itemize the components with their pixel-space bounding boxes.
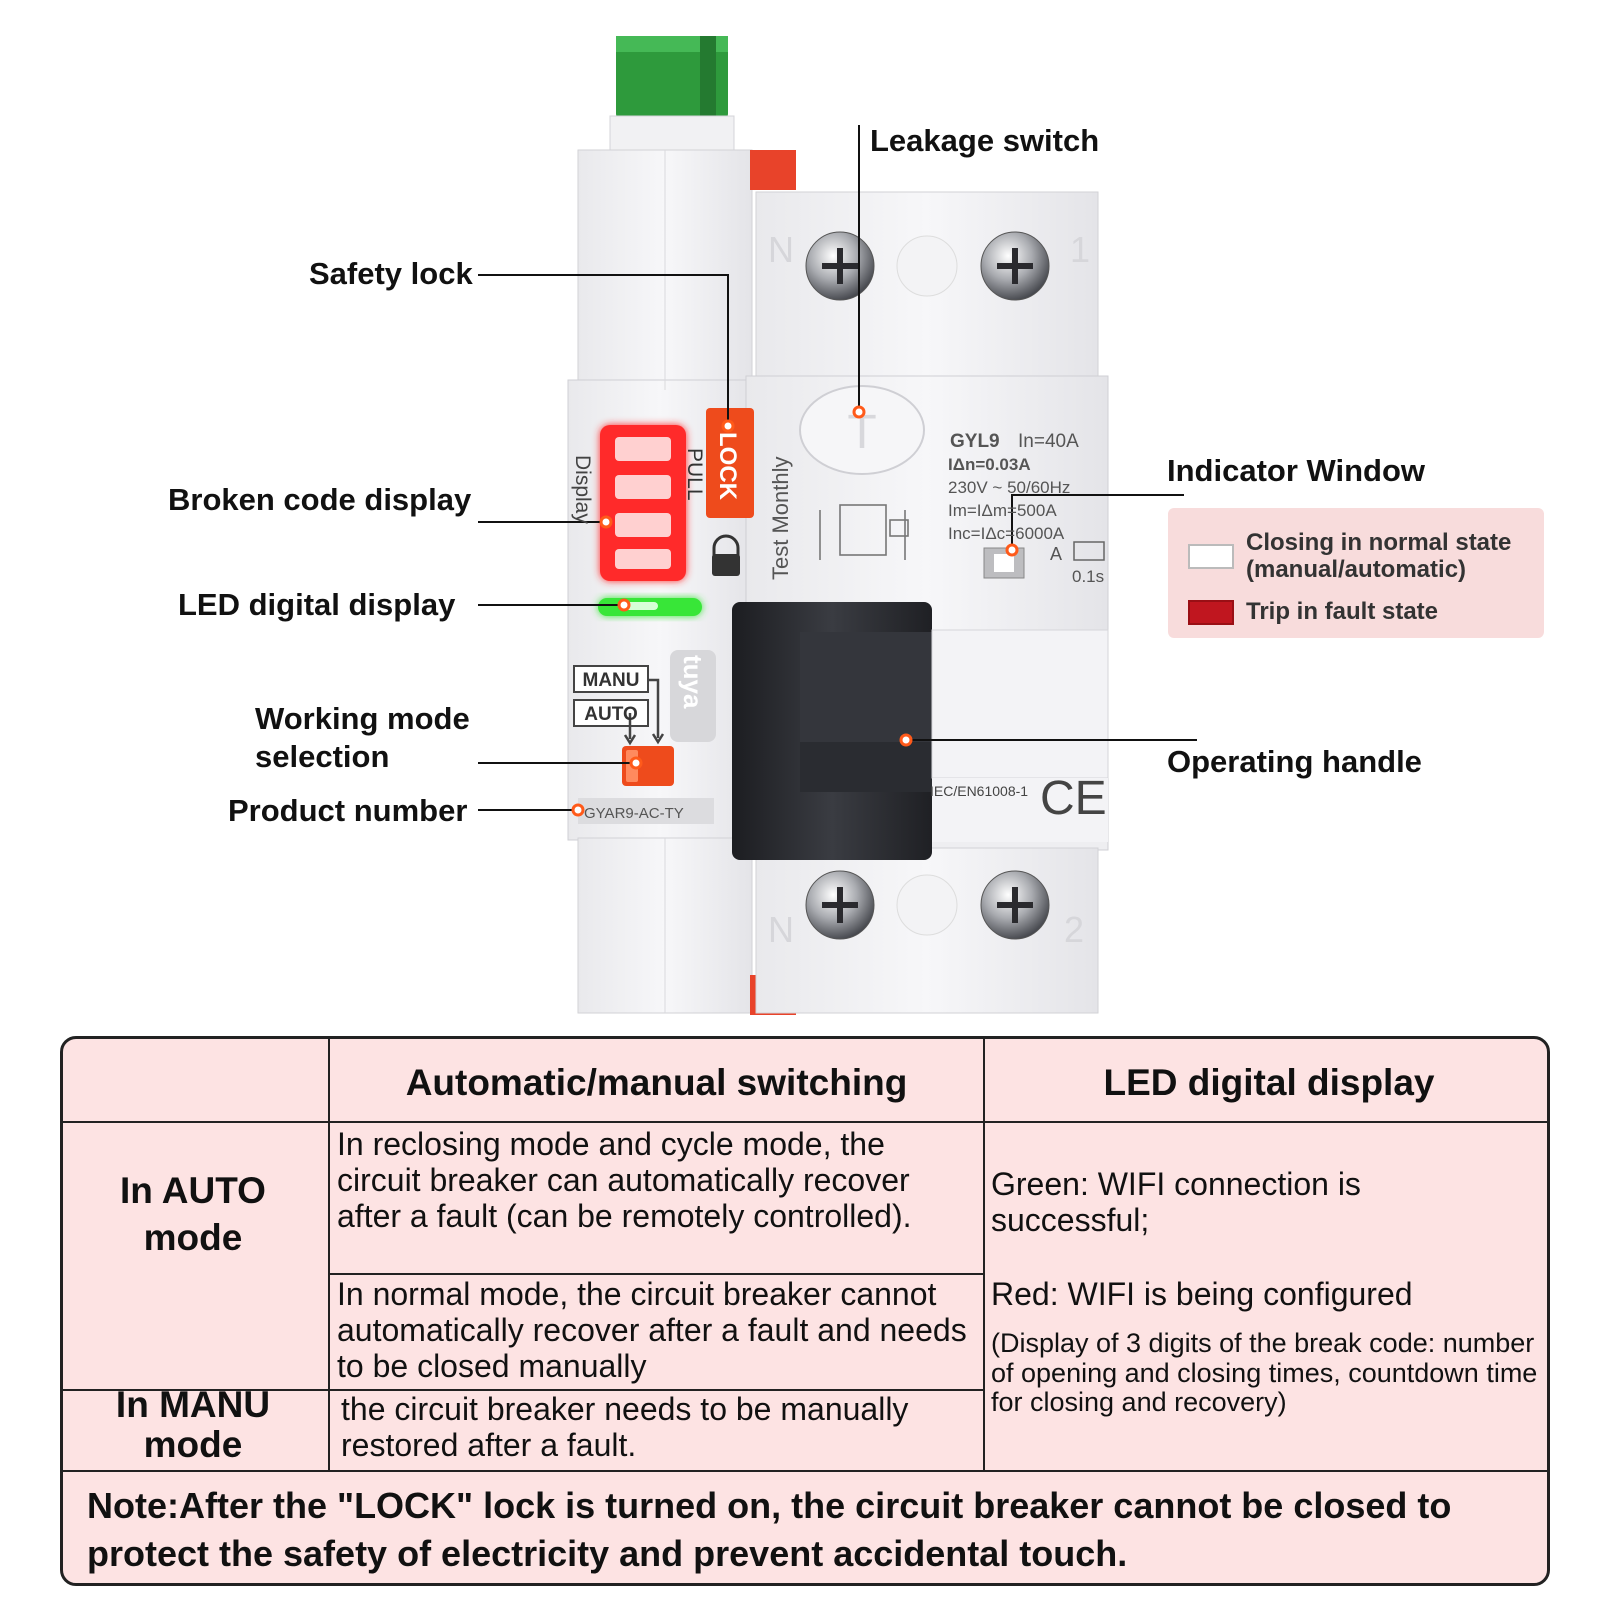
rating-inc: Inc=IΔc=6000A bbox=[948, 524, 1065, 543]
legend-trip-text: Trip in fault state bbox=[1246, 598, 1439, 625]
auto-normal-text: In normal mode, the circuit breaker cann… bbox=[337, 1276, 967, 1384]
rating-im: Im=IΔm=500A bbox=[948, 501, 1057, 520]
led-green-text: Green: WIFI connection is successful; bbox=[991, 1166, 1361, 1238]
lock-slider[interactable] bbox=[706, 408, 754, 576]
callout-safety-lock: Safety lock bbox=[309, 256, 473, 291]
callout-product-number: Product number bbox=[228, 793, 468, 828]
legend-normal-text: Closing in normal state (manual/automati… bbox=[1246, 529, 1512, 583]
red-digit-display bbox=[600, 425, 686, 581]
manu-text: the circuit breaker needs to be manually… bbox=[341, 1391, 909, 1463]
white-swatch bbox=[1188, 544, 1234, 570]
mode-table: Automatic/manual switching LED digital d… bbox=[60, 1036, 1550, 1586]
rating-idn: IΔn=0.03A bbox=[948, 455, 1031, 474]
lock-label: LOCK bbox=[714, 432, 741, 501]
callout-broken-code-display: Broken code display bbox=[168, 482, 472, 517]
top-clip bbox=[609, 36, 735, 153]
lock-note: Note:After the "LOCK" lock is turned on,… bbox=[87, 1485, 1452, 1574]
led-note-text: (Display of 3 digits of the break code: … bbox=[991, 1328, 1538, 1418]
terminal-top-left: N bbox=[768, 229, 794, 270]
time-label: 0.1s bbox=[1072, 567, 1104, 586]
leader-dots bbox=[571, 405, 1019, 817]
indicator-legend: Closing in normal state (manual/automati… bbox=[1168, 508, 1544, 638]
header-switching: Automatic/manual switching bbox=[405, 1062, 908, 1103]
manu-label: MANU bbox=[583, 670, 640, 691]
terminal-top-right: 1 bbox=[1070, 229, 1090, 270]
callout-led-digital-display: LED digital display bbox=[178, 587, 456, 622]
terminal-bottom-left: N bbox=[768, 909, 794, 950]
callout-operating-handle: Operating handle bbox=[1167, 744, 1422, 779]
legend-normal: Closing in normal state (manual/automati… bbox=[1188, 529, 1536, 584]
callout-leakage-switch: Leakage switch bbox=[870, 123, 1100, 158]
display-side-label: Display bbox=[571, 455, 594, 524]
rating-in: In=40A bbox=[1018, 431, 1079, 452]
model-label: GYL9 bbox=[950, 431, 1000, 452]
header-led-display: LED digital display bbox=[1103, 1062, 1435, 1103]
product-code: GYAR9-AC-TY bbox=[584, 805, 684, 822]
auto-mode-label: In AUTO mode bbox=[120, 1170, 266, 1259]
type-a-label: A bbox=[1050, 544, 1062, 564]
led-red-text: Red: WIFI is being configured bbox=[991, 1276, 1413, 1312]
auto-reclosing-text: In reclosing mode and cycle mode, the ci… bbox=[337, 1126, 912, 1234]
callout-indicator-window: Indicator Window bbox=[1167, 453, 1426, 488]
terminal-bottom-right: 2 bbox=[1064, 909, 1084, 950]
auto-label: AUTO bbox=[584, 704, 637, 725]
standard-label: IEC/EN61008-1 bbox=[930, 783, 1028, 799]
tuya-badge bbox=[670, 650, 716, 742]
callout-working-mode-selection: Working mode selection bbox=[255, 701, 470, 774]
test-monthly-label: Test Monthly bbox=[768, 457, 793, 581]
ce-mark: CE bbox=[1040, 772, 1107, 825]
right-module: T bbox=[732, 191, 1109, 1014]
legend-trip: Trip in fault state bbox=[1188, 598, 1439, 626]
circuit-breaker-illustration: T bbox=[478, 36, 1197, 1015]
red-swatch bbox=[1188, 599, 1234, 625]
manu-mode-label: In MANU mode bbox=[115, 1384, 271, 1465]
leader-lines bbox=[478, 125, 1197, 811]
pull-label: PULL bbox=[683, 448, 706, 501]
rating-voltage: 230V ~ 50/60Hz bbox=[948, 478, 1070, 497]
brand-label: tuya bbox=[678, 655, 708, 709]
